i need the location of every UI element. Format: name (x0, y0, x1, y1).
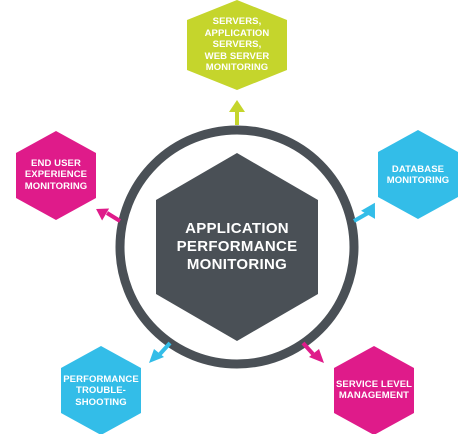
top-node-label: SERVERS, APPLICATION SERVERS, WEB SERVER… (187, 12, 287, 78)
bottom-right-node-line-2: MANAGEMENT (338, 390, 410, 401)
arrow-upper-left (96, 208, 122, 223)
right-node-label: DATABASE MONITORING (378, 150, 458, 200)
top-node-line-5: MONITORING (205, 62, 269, 74)
center-label-line-2: PERFORMANCE (176, 238, 298, 255)
bottom-left-hexagon (61, 346, 141, 434)
bottom-right-hexagon (334, 346, 414, 434)
center-label: APPLICATION PERFORMANCE MONITORING (157, 200, 317, 294)
top-node-line-2: APPLICATION (204, 27, 270, 39)
left-node-line-2: EXPERIENCE (24, 169, 88, 181)
bottom-left-node-line-2: TROUBLE- (76, 385, 126, 397)
top-hexagon (187, 0, 287, 90)
arrow-up (229, 100, 245, 125)
bottom-left-node-line-1: PERFORMANCE (63, 373, 139, 385)
central-ring (115, 125, 359, 369)
top-node-line-4: WEB SERVER (204, 50, 270, 62)
bottom-right-node-line-1: SERVICE LEVEL (335, 378, 413, 390)
center-label-line-1: APPLICATION (185, 220, 289, 237)
arrow-lower-right (301, 341, 324, 363)
top-node-line-3: SERVERS, (212, 39, 262, 51)
right-node-line-1: DATABASE (391, 163, 445, 175)
left-node-line-3: MONITORING (24, 180, 88, 192)
arrow-upper-right (353, 202, 375, 223)
left-hexagon (16, 131, 96, 220)
right-node-line-2: MONITORING (386, 175, 450, 186)
right-hexagon (378, 130, 458, 219)
top-node-line-1: SERVERS, (212, 16, 262, 28)
left-node-label: END USER EXPERIENCE MONITORING (16, 150, 96, 200)
bottom-left-node-label: PERFORMANCE TROUBLE- SHOOTING (58, 368, 144, 414)
arrow-lower-left (149, 341, 172, 363)
center-hexagon (156, 153, 318, 341)
left-node-line-1: END USER (31, 157, 81, 169)
bottom-left-node-line-3: SHOOTING (75, 396, 127, 408)
bottom-right-node-label: SERVICE LEVEL MANAGEMENT (328, 370, 420, 410)
center-label-line-3: MONITORING (186, 256, 288, 273)
